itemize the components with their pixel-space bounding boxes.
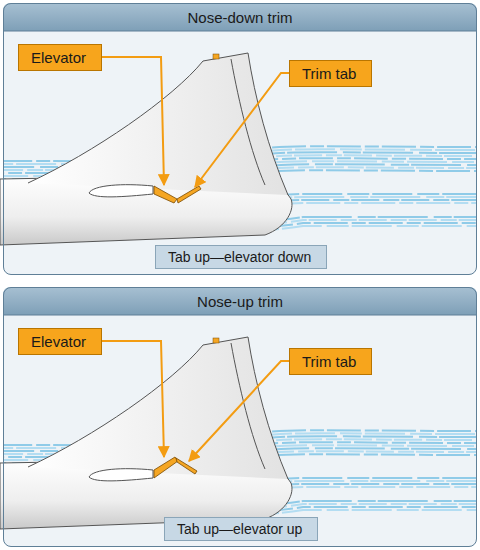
callout-box: Trim tab [289, 348, 372, 375]
panel-ground [0, 287, 480, 547]
panel-ground [0, 3, 480, 275]
elevator-surface [154, 186, 177, 203]
callout-box: Elevator [18, 328, 102, 355]
tail-section [0, 337, 292, 529]
caption-box: Tab up—elevator up [164, 517, 318, 541]
label-text: Tab up—elevator up [177, 521, 305, 537]
label-text: Tab up—elevator down [168, 249, 314, 265]
label-text: Elevator [31, 333, 89, 350]
trim-panel: Nose-up trimElevatorTrim tabTab up—eleva… [3, 287, 477, 547]
elevator-surface [154, 457, 178, 478]
callout-box: Elevator [18, 44, 102, 71]
label-text: Nose-down trim [4, 4, 476, 32]
tail-section [0, 53, 292, 245]
label-text: Elevator [31, 49, 89, 66]
label-text: Trim tab [302, 353, 359, 370]
label-text: Trim tab [302, 65, 359, 82]
leader-line [63, 341, 164, 457]
callout-box: Trim tab [289, 60, 372, 87]
leader-line [189, 361, 323, 461]
leader-line [63, 57, 164, 185]
trim-panel: Nose-down trimElevatorTrim tabTab up—ele… [3, 3, 477, 275]
trim-tab-surface [176, 458, 197, 474]
trim-tab-surface [177, 186, 201, 203]
caption-box: Tab up—elevator down [155, 245, 327, 269]
leader-line [195, 73, 323, 187]
label-text: Nose-up trim [4, 288, 476, 316]
